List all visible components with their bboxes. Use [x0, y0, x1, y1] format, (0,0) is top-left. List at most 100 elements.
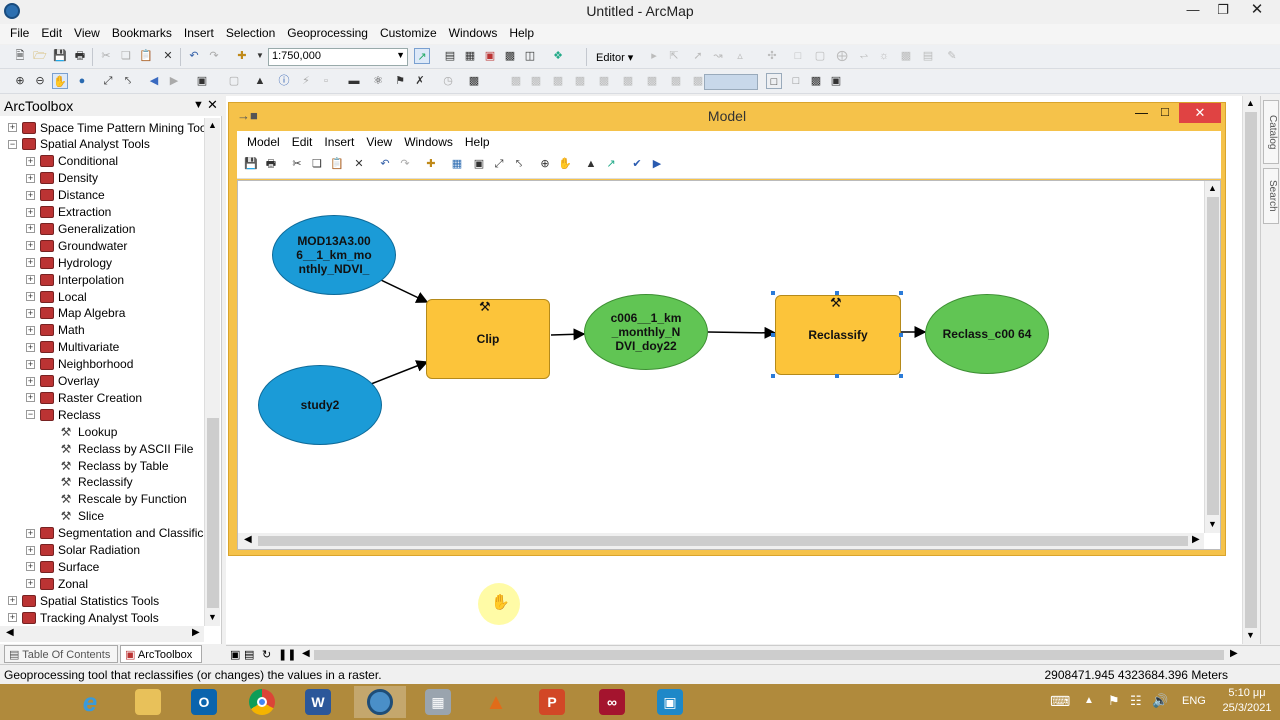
taskbar-powerpoint[interactable]: P	[526, 686, 578, 718]
model-menu-insert[interactable]: Insert	[324, 135, 355, 149]
expand-icon[interactable]: +	[26, 578, 35, 589]
tree-item-neighborhood[interactable]: +Neighborhood	[26, 356, 133, 373]
network-icon[interactable]: ☷	[1130, 693, 1142, 708]
model-menu-windows[interactable]: Windows	[404, 135, 453, 149]
study-area-node[interactable]: study2	[258, 365, 382, 445]
scroll-up-icon[interactable]: ▲	[208, 120, 217, 130]
catalog-tab[interactable]: Catalog	[1263, 100, 1279, 164]
layout-1-icon[interactable]: □	[766, 73, 782, 89]
measure-tool-icon[interactable]: ▬	[348, 75, 360, 87]
canvas-scroll-down-icon[interactable]: ▼	[1208, 519, 1217, 529]
connector-input-to-clip[interactable]	[380, 279, 429, 303]
search-tab[interactable]: Search	[1263, 168, 1279, 224]
chevron-down-icon[interactable]: ▼	[256, 51, 264, 60]
tree-item-slice[interactable]: ⚒Slice	[44, 508, 104, 525]
model-minimize-button[interactable]: —	[1135, 105, 1148, 120]
model-close-button[interactable]: ✕	[1179, 103, 1221, 123]
map-scroll-up-icon[interactable]: ▲	[1246, 98, 1255, 108]
validate-model-icon[interactable]: ✔	[632, 158, 642, 170]
model-print-icon[interactable]: 🖶	[265, 158, 277, 170]
fixed-zoom-in-icon[interactable]: ⤢	[103, 75, 113, 87]
expand-icon[interactable]: +	[26, 324, 35, 335]
redo-icon[interactable]: ↷	[209, 50, 219, 62]
clock-time[interactable]: 5:10 μμ	[1228, 687, 1266, 699]
menu-view[interactable]: View	[74, 26, 100, 40]
expand-icon[interactable]: +	[26, 527, 35, 538]
taskbar-chrome[interactable]	[236, 686, 288, 718]
toolbox-hscrollbar[interactable]: ◀ ▶	[0, 626, 204, 642]
add-data-icon[interactable]: ✚	[237, 50, 247, 62]
tab-arctoolbox[interactable]: ▣ ArcToolbox	[120, 645, 202, 663]
find-route-icon[interactable]: ⚑	[395, 75, 405, 87]
tab-table-of-contents[interactable]: ▤ Table Of Contents	[4, 645, 118, 663]
menu-windows[interactable]: Windows	[448, 26, 498, 40]
pan-icon[interactable]: ✋	[52, 73, 68, 89]
collapse-icon[interactable]: −	[26, 409, 35, 420]
menu-geoprocessing[interactable]: Geoprocessing	[287, 26, 368, 40]
undo-icon[interactable]: ↶	[189, 50, 199, 62]
pause-drawing-icon[interactable]: ❚❚	[278, 649, 297, 661]
viewer-window-icon[interactable]: ▩	[468, 75, 480, 87]
tree-item-distance[interactable]: +Distance	[26, 187, 105, 204]
arctoolbox-icon[interactable]: ▣	[484, 50, 496, 62]
selection-handle[interactable]	[835, 374, 839, 378]
scroll-left-icon[interactable]: ◀	[6, 627, 14, 638]
full-extent-icon[interactable]: ●	[78, 75, 86, 87]
tree-item-math[interactable]: +Math	[26, 322, 85, 339]
tree-item-surface[interactable]: +Surface	[26, 558, 99, 575]
taskbar-word[interactable]: W	[292, 686, 344, 718]
menu-bookmarks[interactable]: Bookmarks	[111, 26, 172, 40]
close-button[interactable]: ✕	[1250, 1, 1264, 18]
go-to-xy-icon[interactable]: ✗	[415, 75, 425, 87]
model-delete-icon[interactable]: ✕	[354, 158, 364, 170]
tree-item-reclass[interactable]: −Reclass	[26, 406, 101, 423]
full-extent-model-icon[interactable]: ▣	[473, 158, 485, 170]
back-extent-icon[interactable]: ◀	[149, 75, 159, 87]
clip-output-node[interactable]: c006__1_km _monthly_N DVI_doy22	[584, 294, 708, 370]
expand-icon[interactable]: +	[26, 189, 35, 200]
connector-clip-to-output[interactable]	[550, 328, 586, 341]
tree-item-tracking-analyst-tools[interactable]: +Tracking Analyst Tools	[8, 609, 159, 626]
model-copy-icon[interactable]: ❏	[312, 158, 322, 170]
expand-icon[interactable]: +	[26, 375, 35, 386]
canvas-scroll-left-icon[interactable]: ◀	[244, 534, 252, 545]
selection-handle[interactable]	[899, 333, 903, 337]
html-popup-icon[interactable]: ▫	[324, 75, 328, 87]
map-vscrollbar[interactable]: ▲ ▼	[1242, 96, 1258, 644]
zoom-fixed-out-icon[interactable]: ⤣	[515, 158, 523, 170]
expand-icon[interactable]: +	[26, 206, 35, 217]
tree-item-conditional[interactable]: +Conditional	[26, 153, 118, 170]
tree-item-interpolation[interactable]: +Interpolation	[26, 271, 124, 288]
menu-selection[interactable]: Selection	[225, 26, 276, 40]
expand-icon[interactable]: +	[26, 307, 35, 318]
copy-icon[interactable]: ❏	[121, 50, 131, 62]
layout-2-icon[interactable]: □	[792, 75, 800, 87]
keyboard-icon[interactable]: ⌨	[1050, 693, 1071, 709]
expand-icon[interactable]: +	[26, 172, 35, 183]
tree-item-generalization[interactable]: +Generalization	[26, 220, 135, 237]
save-icon[interactable]: 💾	[53, 50, 67, 62]
selection-handle[interactable]	[771, 291, 775, 295]
tree-item-raster-creation[interactable]: +Raster Creation	[26, 389, 142, 406]
taskbar-snipping[interactable]: ▣	[644, 686, 696, 718]
tree-item-local[interactable]: +Local	[26, 288, 87, 305]
map-scroll-right-icon[interactable]: ▶	[1230, 648, 1238, 659]
tree-item-density[interactable]: +Density	[26, 170, 98, 187]
expand-icon[interactable]: +	[26, 341, 35, 352]
model-paste-icon[interactable]: 📋	[330, 158, 344, 170]
minimize-button[interactable]: —	[1186, 2, 1200, 17]
toolbox-scrollbar[interactable]: ▲ ▼	[204, 118, 220, 626]
canvas-hscroll-thumb[interactable]	[258, 536, 1188, 546]
selection-handle[interactable]	[771, 333, 775, 337]
reclassify-tool-node[interactable]: ⚒ Reclassify	[775, 295, 901, 375]
select-elements-icon[interactable]: ▲	[254, 75, 266, 87]
layout-3-icon[interactable]: ▩	[810, 75, 822, 87]
open-folder-icon[interactable]: 🗁	[33, 50, 47, 62]
clock-date[interactable]: 25/3/2021	[1222, 702, 1272, 714]
model-restore-button[interactable]: □	[1161, 104, 1169, 119]
canvas-vscrollbar[interactable]: ▲ ▼	[1204, 181, 1220, 533]
time-slider-icon[interactable]: ◷	[443, 75, 453, 87]
layout-view-icon[interactable]: ▤	[244, 649, 255, 661]
expand-icon[interactable]: +	[26, 358, 35, 369]
print-icon[interactable]: 🖶	[74, 50, 86, 62]
